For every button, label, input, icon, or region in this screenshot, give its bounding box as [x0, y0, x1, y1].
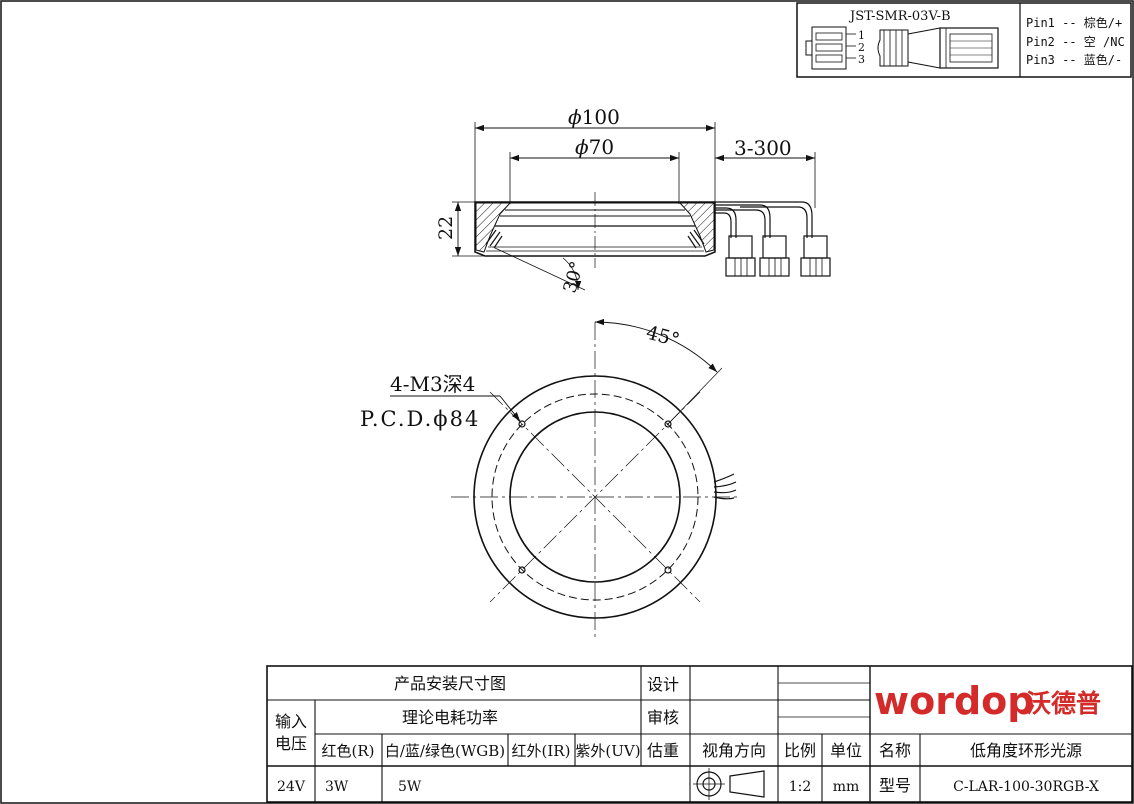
pin-2-label: Pin2 -- 空 /NC: [1026, 35, 1125, 49]
scale-value: 1:2: [789, 779, 812, 795]
dim-cable-length: 3-300: [734, 136, 792, 160]
mount-hole-4: [664, 566, 672, 574]
mount-hole-2: [664, 420, 672, 428]
model-value: C-LAR-100-30RGB-X: [953, 779, 1099, 795]
wgb-power-value: 5W: [398, 779, 422, 795]
unit-value: mm: [833, 779, 860, 795]
pin-number-3: 3: [858, 53, 865, 66]
unit-label: 单位: [830, 741, 862, 760]
view-label: 视角方向: [702, 741, 766, 760]
input-voltage-label: 输入电压: [275, 712, 307, 753]
drawing-name: 产品安装尺寸图: [394, 674, 506, 693]
col-wgb-label: 白/蓝/绿色(WGB): [385, 742, 505, 760]
pin-number-2: 2: [858, 41, 865, 54]
design-label: 设计: [647, 675, 679, 694]
dim-height: 22: [435, 216, 457, 240]
red-power-value: 3W: [325, 779, 349, 795]
brand-logo: wordop 沃德普: [874, 679, 1101, 723]
dim-outer-diameter: ϕ100: [568, 105, 620, 129]
weight-label: 估重: [647, 741, 679, 760]
pin-1-label: Pin1 -- 棕色/+: [1026, 15, 1122, 30]
connector-plug-3: [800, 235, 831, 277]
col-red-label: 红色(R): [322, 742, 375, 760]
brand-chinese: 沃德普: [1026, 689, 1101, 718]
connector-plug-2: [759, 235, 790, 277]
product-name: 低角度环形光源: [970, 741, 1082, 760]
mount-hole-1: [518, 420, 526, 428]
connector-model: JST-SMR-03V-B: [848, 9, 951, 24]
model-label: 型号: [879, 776, 911, 795]
connector-box: [796, 2, 1132, 78]
side-view: [452, 122, 831, 291]
brand-latin: wordop: [874, 679, 1034, 723]
power-title: 理论电耗功率: [402, 708, 498, 727]
dim-angle-45: 45°: [644, 322, 682, 352]
col-ir-label: 红外(IR): [512, 742, 571, 760]
review-label: 审核: [647, 708, 679, 727]
pcd-spec: P.C.D.ϕ84: [360, 407, 480, 431]
dim-inner-diameter: ϕ70: [575, 135, 614, 159]
scale-label: 比例: [784, 741, 816, 760]
pin-3-label: Pin3 -- 蓝色/-: [1026, 53, 1122, 67]
connector-plug-1: [725, 235, 756, 277]
mount-hole-3: [518, 566, 526, 574]
col-uv-label: 紫外(UV): [575, 742, 640, 760]
projection-symbol: [693, 768, 765, 800]
voltage-value: 24V: [277, 779, 306, 795]
name-label: 名称: [879, 741, 911, 760]
front-view: [390, 318, 740, 640]
title-block-grid: [266, 665, 1133, 803]
pin-number-1: 1: [858, 29, 865, 42]
hole-spec: 4-M3深4: [390, 372, 475, 396]
